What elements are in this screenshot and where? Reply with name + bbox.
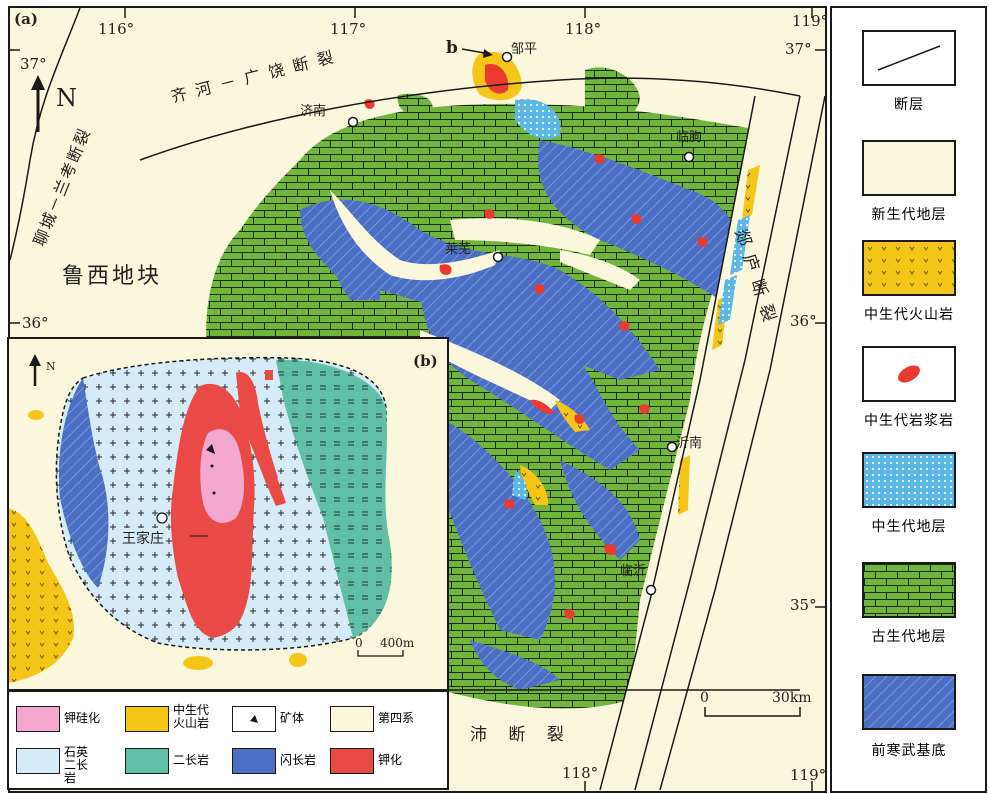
legend-b-swatch-potassic (330, 748, 374, 774)
legend-label-precambrian: 前寒武基底 (871, 743, 947, 759)
scale-b-end: 400m (380, 636, 415, 650)
lon-label-116: 116° (98, 20, 135, 38)
lon-label-117: 117° (330, 20, 367, 38)
lat-label-36-right: 36° (790, 312, 817, 330)
legend-label-paleozoic: 古生代地层 (871, 629, 947, 645)
lon-label-118: 118° (565, 20, 602, 38)
legend-label-fault: 断层 (894, 97, 924, 113)
block-label: 鲁西地块 (62, 264, 163, 289)
lon-label-119-bottom: 119° (790, 766, 827, 784)
legend-b-swatch-quaternary (330, 706, 374, 732)
legend-b-label-volcanic: 中生代火山岩 (173, 703, 210, 730)
legend-b-swatch-volcanic (125, 706, 169, 732)
lat-label-36-left: 36° (22, 314, 49, 332)
legend-swatch-mesozoic-volcanic (862, 240, 956, 296)
inset-north-label: N (46, 360, 56, 373)
city-laiwu: 莱芜 (445, 242, 472, 257)
inset-map (8, 338, 448, 690)
scale-a-zero: 0 (700, 690, 709, 706)
orebody-icon (250, 715, 258, 723)
city-zouping: 邹平 (511, 42, 538, 57)
legend-b-label-potassic: 钾化 (378, 753, 403, 767)
volcanic-pattern (864, 242, 954, 294)
legend-label-cenozoic: 新生代地层 (871, 207, 947, 223)
legend-b-label-quartz-monzonite: 石英二长岩 (64, 745, 89, 785)
lat-label-37-right: 37° (785, 40, 812, 58)
panel-a-tag: (a) (14, 10, 38, 28)
dotted-pattern (864, 454, 954, 506)
north-label: N (56, 84, 77, 112)
panel-b-tag: (b) (413, 352, 438, 370)
legend-swatch-fault (862, 30, 956, 86)
legend-b-swatch-k-silicification (16, 706, 60, 732)
legend-swatch-mesozoic-strata (862, 452, 956, 508)
lat-label-37-left: 37° (20, 55, 47, 73)
city-linqu: 临朐 (676, 130, 703, 145)
legend-b-swatch-diorite (232, 748, 276, 774)
legend-swatch-paleozoic (862, 562, 956, 618)
legend-b-label-diorite: 闪长岩 (280, 753, 317, 767)
hatch-pattern (864, 676, 954, 728)
legend-label-mesozoic-strata: 中生代地层 (871, 519, 947, 535)
magmatic-blob-icon (898, 365, 920, 383)
scale-b-zero: 0 (355, 636, 363, 650)
legend-b-swatch-orebody (232, 706, 276, 732)
inset-place-label: 王家庄 (122, 528, 164, 548)
scale-a-end: 30km (772, 690, 812, 706)
lat-label-35: 35° (790, 596, 817, 614)
city-yinan: 沂南 (676, 436, 703, 451)
legend-label-mesozoic-volcanic: 中生代火山岩 (864, 307, 954, 323)
legend-b-label-quaternary: 第四系 (378, 711, 415, 725)
legend-b-swatch-quartz-monzonite (16, 748, 60, 774)
legend-label-mesozoic-magmatic: 中生代岩浆岩 (864, 413, 954, 429)
lon-label-119: 119° (792, 12, 829, 30)
legend-b-label-k-silicification: 钾硅化 (64, 711, 101, 725)
fault-line-icon (877, 45, 941, 71)
legend-b-label-orebody: 矿体 (280, 711, 305, 725)
legend-b-label-monzonite: 二长岩 (173, 753, 210, 767)
legend-swatch-cenozoic (862, 140, 956, 196)
legend-b-swatch-monzonite (125, 748, 169, 774)
lon-label-118-bottom: 118° (562, 764, 599, 782)
brick-pattern (864, 564, 954, 616)
legend-swatch-mesozoic-magmatic (862, 346, 956, 402)
city-jinan: 济南 (300, 104, 327, 119)
city-linyi: 临沂 (620, 564, 647, 579)
legend-swatch-precambrian (862, 674, 956, 730)
fault-label-yi: 沛 断 裂 (470, 725, 572, 745)
inset-marker: b (446, 38, 458, 58)
bottom-legend (7, 690, 449, 790)
